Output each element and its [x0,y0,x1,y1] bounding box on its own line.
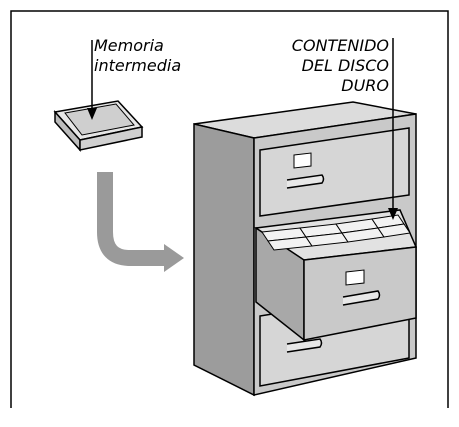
flow-arrow-icon [97,172,184,272]
buffer-label-line-2: intermedia [94,56,182,75]
disk-label-line-2: DEL DISCO [301,56,389,75]
buffer-label: Memoria intermedia [94,36,181,76]
folders-icon [261,214,411,251]
disk-label-line-1: CONTENIDO [291,36,389,55]
buffer-pointer-arrow [87,40,97,120]
tray-icon [53,100,144,152]
disk-pointer-arrow [388,38,398,220]
disk-label: CONTENIDO DEL DISCO DURO [292,36,389,96]
filing-cabinet-icon [193,101,418,397]
disk-label-line-3: DURO [341,76,389,95]
diagram-frame [10,10,449,408]
buffer-label-line-1: Memoria [94,36,164,55]
